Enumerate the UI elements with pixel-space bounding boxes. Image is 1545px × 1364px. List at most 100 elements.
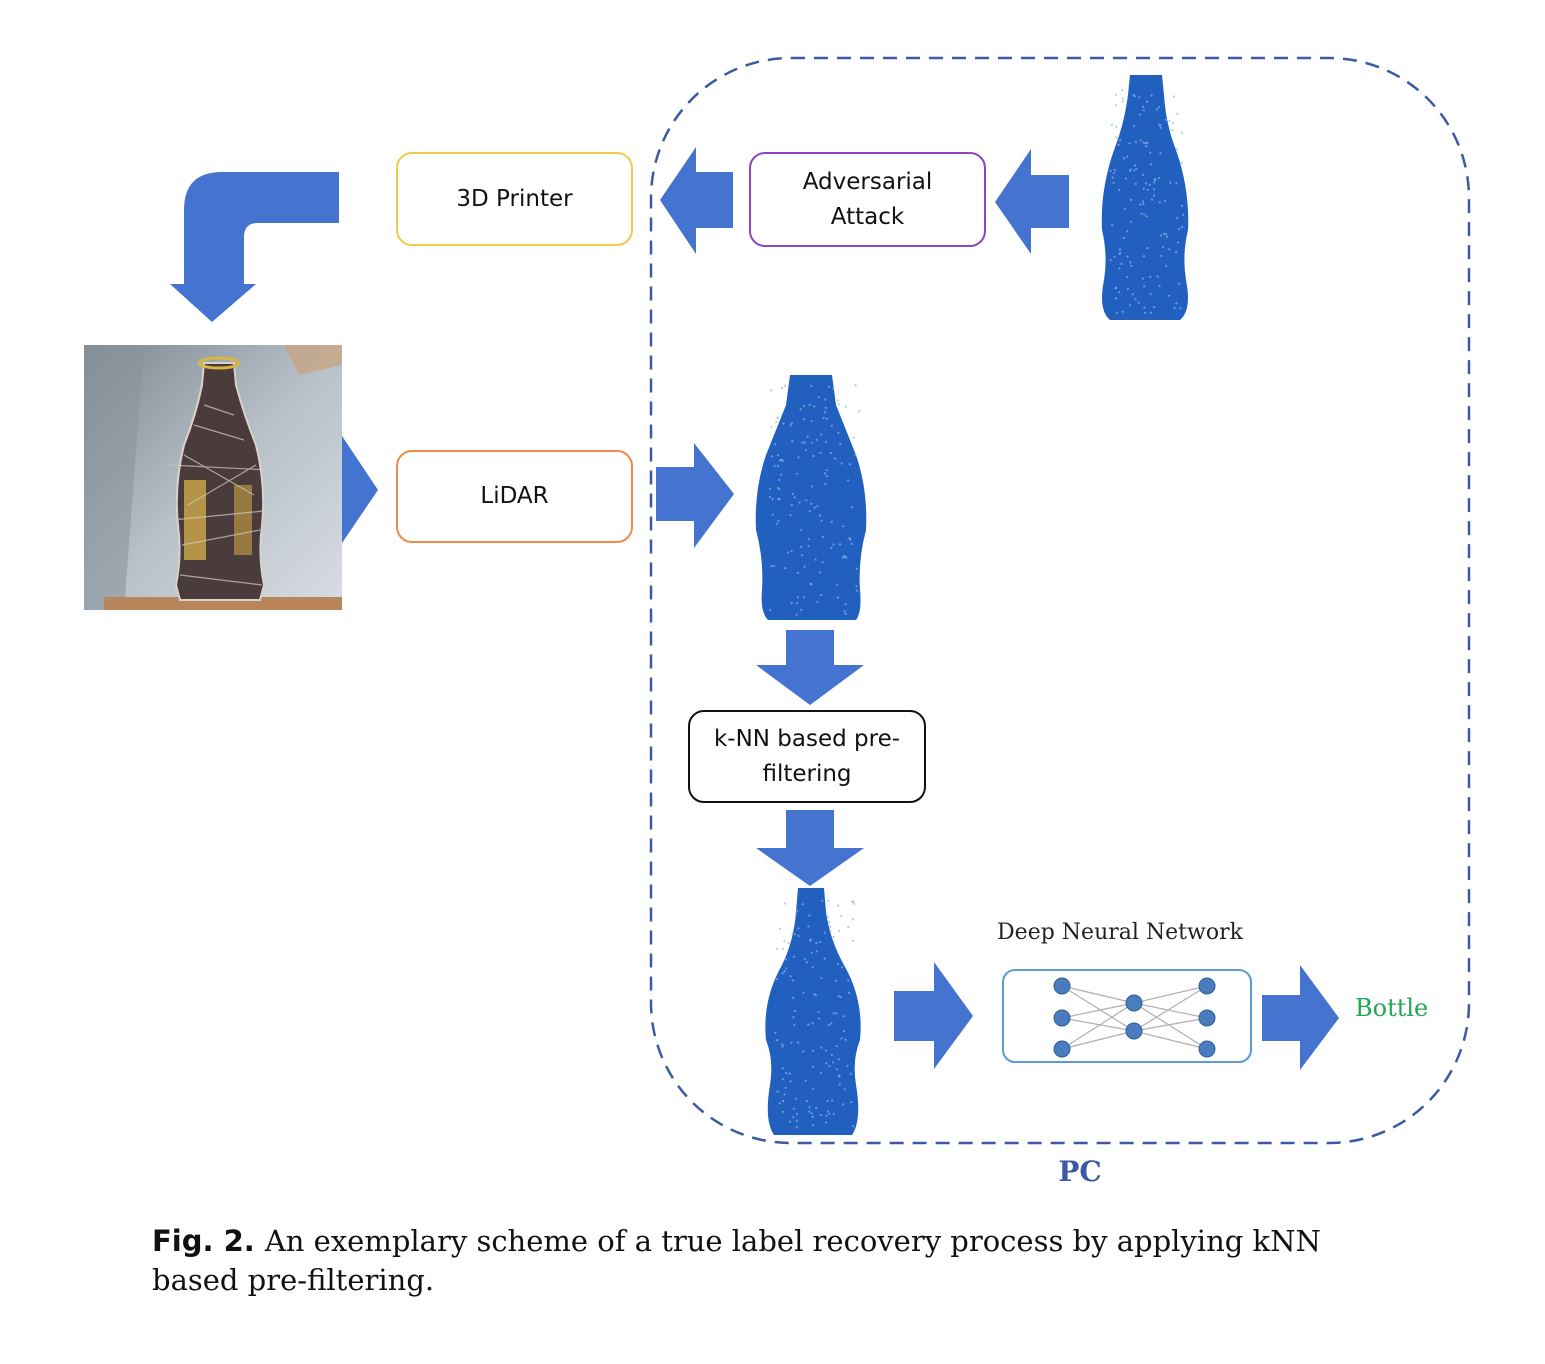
- point-cloud-speck: [843, 1088, 846, 1091]
- point-cloud-speck: [1175, 302, 1178, 305]
- point-cloud-speck: [1113, 255, 1116, 258]
- point-cloud-speck: [792, 1116, 795, 1119]
- point-cloud-speck: [789, 514, 792, 517]
- point-cloud-speck: [778, 478, 781, 481]
- printer-box: 3D Printer: [396, 152, 633, 246]
- point-cloud-speck: [805, 499, 808, 502]
- point-cloud-speck: [855, 585, 858, 588]
- point-cloud-speck: [793, 1023, 796, 1027]
- point-cloud-speck: [803, 441, 807, 444]
- point-cloud-speck: [1158, 201, 1161, 204]
- point-cloud-speck: [1157, 177, 1160, 180]
- point-cloud-speck: [838, 1083, 841, 1086]
- point-cloud-speck: [829, 925, 832, 928]
- point-cloud-speck: [828, 1112, 831, 1115]
- point-cloud-speck: [814, 994, 817, 997]
- point-cloud-speck: [1109, 169, 1112, 173]
- point-cloud-speck: [842, 1015, 845, 1018]
- point-cloud-speck: [1149, 151, 1152, 154]
- point-cloud-speck: [1113, 168, 1116, 172]
- point-cloud-speck: [1181, 226, 1184, 229]
- point-cloud-speck: [793, 933, 797, 936]
- point-cloud-speck: [837, 399, 840, 402]
- right-arrow-icon: [1262, 965, 1339, 1070]
- point-cloud-speck: [820, 977, 823, 980]
- point-cloud-speck: [1133, 169, 1136, 172]
- point-cloud-speck: [791, 932, 794, 935]
- point-cloud-speck: [1175, 251, 1178, 254]
- point-cloud-speck: [1112, 171, 1115, 175]
- point-cloud-speck: [1143, 311, 1147, 314]
- point-cloud-speck: [824, 440, 828, 444]
- point-cloud-speck: [1115, 311, 1118, 314]
- point-cloud-speck: [819, 1114, 822, 1117]
- point-cloud-speck: [818, 1017, 821, 1020]
- point-cloud-speck: [1133, 124, 1136, 127]
- point-cloud-speck: [1180, 131, 1183, 134]
- point-cloud-speck: [1143, 285, 1146, 288]
- point-cloud-speck: [824, 483, 827, 486]
- point-cloud-speck: [1165, 235, 1168, 238]
- dnn-nodes: [1053, 977, 1216, 1058]
- point-cloud-speck: [1149, 311, 1152, 314]
- point-cloud-speck: [828, 1023, 831, 1027]
- pc-container-label: PC: [1058, 1155, 1102, 1188]
- attack-label-line-2: Attack: [830, 203, 905, 230]
- point-cloud-speck: [1175, 182, 1178, 185]
- point-cloud-speck: [816, 505, 819, 508]
- point-cloud-speck: [797, 456, 800, 459]
- point-cloud-speck: [846, 1064, 849, 1067]
- point-cloud-speck: [823, 957, 826, 960]
- point-cloud-speck: [781, 1043, 784, 1046]
- point-cloud-speck: [810, 441, 813, 444]
- printed-bottle-photo: [84, 345, 342, 610]
- point-cloud-speck: [1153, 306, 1156, 309]
- point-cloud-speck: [825, 1114, 828, 1118]
- point-cloud-speck: [842, 1029, 846, 1033]
- point-cloud-speck: [819, 1071, 823, 1074]
- point-cloud-speck: [808, 403, 811, 406]
- dnn-node: [1198, 1009, 1216, 1027]
- point-cloud-speck: [790, 602, 793, 605]
- point-cloud-speck: [829, 451, 832, 455]
- point-cloud-speck: [1115, 125, 1118, 128]
- point-cloud-speck: [1109, 259, 1112, 262]
- point-cloud-speck: [1176, 216, 1179, 219]
- point-cloud-speck: [854, 384, 857, 387]
- point-cloud-speck: [1144, 142, 1147, 145]
- knn-prefilter-box: k-NN based pre- filtering: [688, 710, 926, 803]
- point-cloud-speck: [837, 431, 840, 435]
- point-cloud-speck: [789, 1120, 792, 1123]
- caption-label: Fig. 2.: [152, 1224, 255, 1258]
- dnn-node: [1053, 1009, 1071, 1027]
- point-cloud-speck: [813, 506, 816, 509]
- point-cloud-speck: [844, 612, 847, 615]
- point-cloud-speck: [816, 600, 819, 604]
- point-cloud-speck: [1172, 121, 1175, 124]
- point-cloud-speck: [1169, 181, 1172, 184]
- point-cloud-speck: [790, 1041, 793, 1044]
- point-cloud-speck: [797, 1041, 800, 1044]
- point-cloud-speck: [836, 596, 839, 599]
- point-cloud-speck: [1160, 254, 1163, 257]
- point-cloud-speck: [795, 1112, 799, 1116]
- point-cloud-speck: [810, 1112, 813, 1115]
- point-cloud-speck: [826, 1099, 829, 1103]
- point-cloud-speck: [789, 975, 792, 978]
- point-cloud-speck: [808, 510, 812, 513]
- point-cloud-speck: [787, 551, 790, 554]
- point-cloud-speck: [840, 462, 843, 465]
- point-cloud-speck: [1134, 141, 1137, 144]
- point-cloud-speck: [801, 441, 804, 444]
- point-cloud-speck: [1153, 181, 1156, 184]
- point-cloud-speck: [1140, 212, 1143, 215]
- point-cloud-speck: [781, 947, 784, 950]
- point-cloud-speck: [1149, 292, 1152, 295]
- point-cloud-speck: [1120, 262, 1123, 265]
- point-cloud-speck: [768, 496, 772, 499]
- point-cloud-speck: [1146, 100, 1149, 103]
- point-cloud-speck: [1141, 277, 1144, 280]
- point-cloud-speck: [1176, 241, 1180, 244]
- point-cloud-speck: [830, 1053, 833, 1057]
- point-cloud-speck: [772, 565, 776, 568]
